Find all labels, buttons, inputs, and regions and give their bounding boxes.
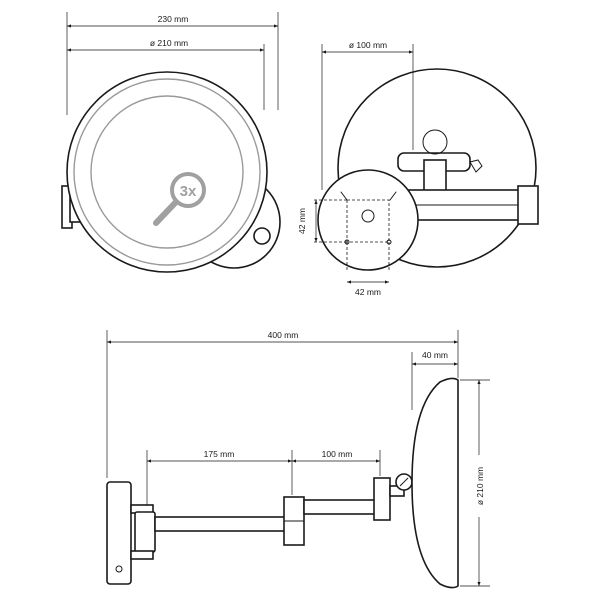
dim-back-diameter: ø 100 mm	[349, 40, 387, 50]
side-arm-1	[154, 516, 286, 532]
dim-mirror-depth: 40 mm	[422, 350, 448, 360]
front-knob	[253, 227, 271, 245]
dim-front-width: 230 mm	[158, 14, 189, 24]
dim-total-reach: 400 mm	[268, 330, 299, 340]
back-wall-disc	[317, 169, 419, 271]
magnification-label: 3x	[180, 183, 197, 200]
dim-side-diameter: ø 210 mm	[475, 467, 485, 505]
back-pivot-circle	[422, 129, 448, 155]
dim-plate-width: 42 mm	[355, 287, 381, 297]
dim-arm-segment-2: 100 mm	[322, 449, 353, 459]
side-mirror-profile	[411, 377, 459, 589]
mount-slot-tl	[340, 191, 348, 201]
side-arm-2	[303, 499, 377, 515]
dim-front-diameter: ø 210 mm	[150, 38, 188, 48]
front-view: 3x 230 mm ø 210 mm	[61, 12, 281, 273]
mount-slot-tr	[389, 191, 397, 201]
mount-center-hole	[361, 209, 375, 223]
mount-hole-br	[386, 239, 392, 245]
mounting-square	[346, 199, 390, 243]
back-view: ø 100 mm 42 mm 42 mm	[297, 40, 539, 297]
back-arm-end	[517, 185, 539, 225]
side-view: 400 mm 40 mm 175 mm 100 mm ø 210 mm	[106, 330, 490, 589]
mount-hole-bl	[344, 239, 350, 245]
back-pivot-screw	[469, 159, 483, 173]
front-mirror-rim	[66, 71, 268, 273]
front-mirror-glass	[90, 95, 244, 249]
side-wall-plate	[106, 481, 132, 585]
dim-arm-segment-1: 175 mm	[204, 449, 235, 459]
side-joint	[373, 477, 391, 521]
magnifier-icon: 3x	[153, 172, 206, 226]
side-screw	[115, 565, 123, 573]
dim-plate-height: 42 mm	[297, 208, 307, 234]
front-mirror-bezel	[73, 78, 261, 266]
side-hinge-1	[134, 511, 156, 553]
